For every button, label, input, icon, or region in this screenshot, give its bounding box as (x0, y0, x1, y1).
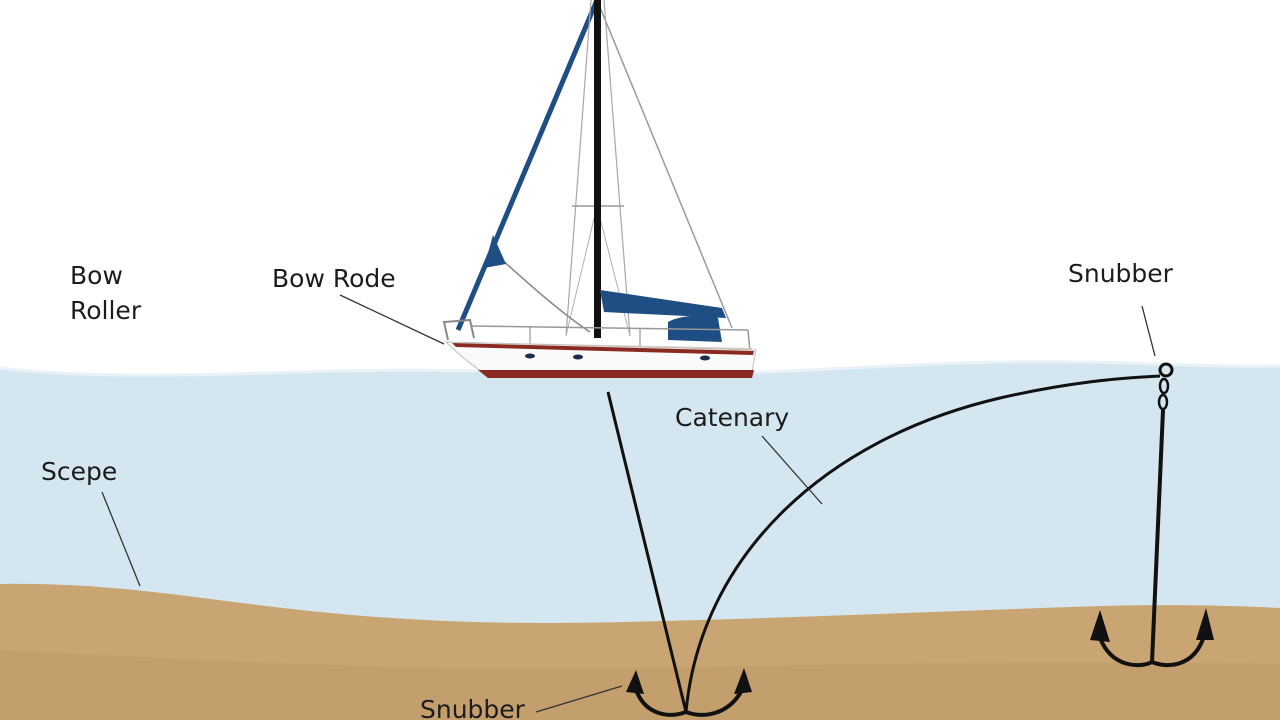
porthole (700, 355, 710, 361)
shroud (565, 205, 598, 337)
shroud (596, 205, 631, 337)
bow-rode-line (606, 391, 688, 713)
snubber-top-leader (1141, 305, 1156, 357)
sheet-line (499, 257, 591, 333)
anchor-arms (1098, 635, 1206, 668)
label-catenary: Catenary (675, 403, 789, 432)
anchor-left (626, 668, 752, 717)
boom-cover (600, 290, 726, 318)
label-scope: Scepe (41, 457, 117, 486)
label-snubber-top: Snubber (1068, 259, 1174, 288)
bow-pulpit (442, 318, 475, 341)
chain-link (1157, 393, 1169, 411)
catenary-leader (761, 435, 823, 505)
mast (594, 0, 601, 338)
anchor-fluke (1196, 608, 1214, 640)
boot-stripe (478, 370, 754, 378)
porthole (573, 354, 583, 360)
shroud (596, 0, 733, 329)
anchor-shank (1150, 409, 1165, 663)
hull-stripe (452, 343, 754, 355)
forestay (455, 0, 600, 331)
label-bow-roller-line2: Roller (70, 296, 142, 325)
snubber-bottom-leader (535, 685, 623, 713)
anchor-right (1090, 362, 1214, 668)
label-bow-rode: Bow Rode (272, 264, 396, 293)
porthole (525, 353, 535, 359)
bow-rode-leader (339, 294, 445, 345)
shroud (603, 0, 631, 337)
label-bow-roller-line1: Bow (70, 261, 123, 290)
lifeline (469, 325, 749, 331)
snubber-shackle (1158, 362, 1174, 378)
catenary-curve (684, 374, 1161, 713)
chain-link (1158, 377, 1170, 395)
anchor-fluke (1090, 610, 1110, 642)
shroud (565, 0, 592, 337)
furled-headsail (484, 235, 506, 268)
label-snubber-bottom: Snubber (420, 695, 526, 720)
scope-leader (101, 491, 141, 587)
sailboat (442, 0, 757, 378)
